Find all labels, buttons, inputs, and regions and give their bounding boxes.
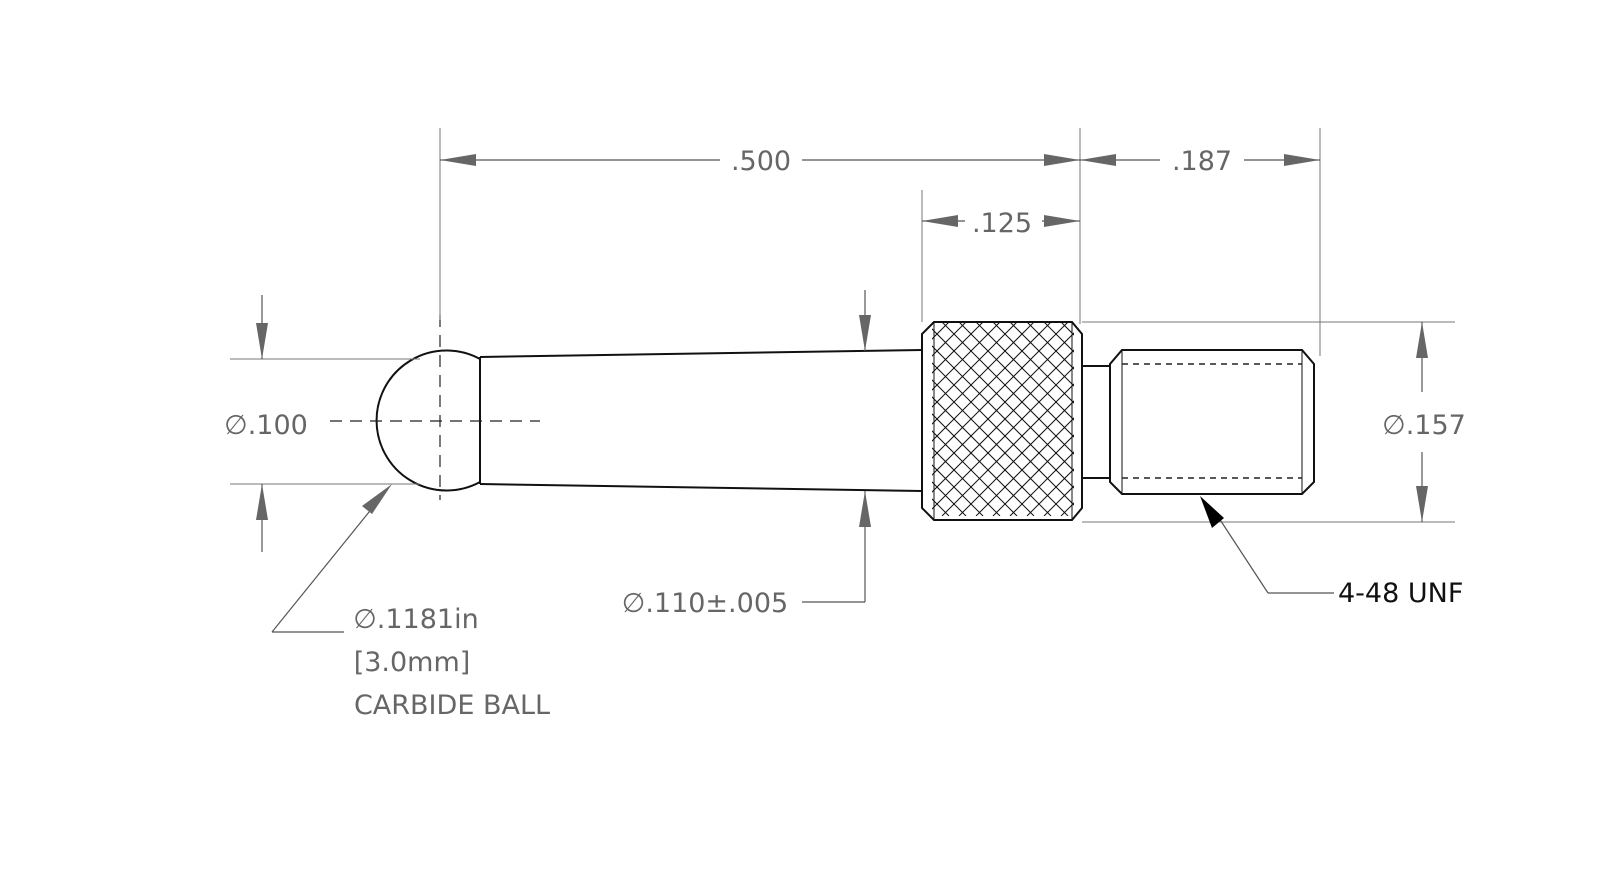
dimension-500-label: .500 [731,146,791,177]
knurl-line [941,383,1074,516]
ball-callout-material: CARBIDE BALL [354,690,550,721]
knurl-line [1197,322,1391,516]
knurl-line [932,430,1018,516]
ball-callout-diameter-in: ∅.1181in [353,604,478,635]
thread-callout-label: 4-48 UNF [1338,578,1463,609]
knurl-line [1146,322,1340,516]
knurl-line [932,447,1001,516]
knurl-line [1026,468,1074,516]
knurl-line [932,322,1035,425]
knurl-line [932,322,1069,459]
dimension-stem-diameter-label: ∅.110±.005 [622,588,788,619]
knurl-line [958,400,1074,516]
knurl-line [932,464,984,516]
thread-neck [1082,365,1110,479]
knurl-line [1078,322,1272,516]
knurl-line [1146,322,1340,516]
knurl-line [1060,502,1074,516]
dimension-ball-shank: ∅.100 [224,295,308,552]
thread-callout: 4-48 UNF [1200,496,1463,609]
knurl-line [1180,322,1374,516]
knurl-line [932,481,967,516]
knurl-line [1129,322,1323,516]
knurl-line [932,322,1018,408]
dimension-187: .187 [1080,146,1320,177]
knurl-line [1060,322,1074,336]
ball-callout-diameter-mm: [3.0mm] [354,647,471,678]
knurl-line [1095,322,1289,516]
knurl-line [1026,322,1074,370]
knurl-line [1009,451,1074,516]
knurl-line [992,322,1074,404]
knurl-line [1214,322,1408,516]
dimension-thread-diameter-label: ∅.157 [1382,410,1466,441]
tapered-stem [479,349,923,492]
extension-lines [230,128,1455,523]
center-lines [330,315,540,500]
knurl-line [932,332,1074,476]
knurl-pattern [932,322,1408,516]
knurl-line [1197,322,1391,516]
stylus-part [330,315,1408,521]
knurl-line [1078,322,1272,516]
knurl-line [1163,322,1357,516]
knurl-line [1112,322,1306,516]
knurl-line [932,366,1074,510]
knurl-line [932,322,1001,391]
knurl-line [932,322,984,374]
knurl-line [1180,322,1374,516]
knurl-line [992,434,1074,516]
knurl-line [932,322,1052,442]
knurled-collar [921,321,1408,521]
knurl-line [1163,322,1357,516]
dimension-125-label: .125 [972,208,1032,239]
knurl-line [975,417,1074,516]
knurl-line [1214,322,1408,516]
dimension-500: .500 [440,146,1080,177]
knurl-line [1095,322,1289,516]
knurl-line [932,349,1074,493]
dimension-stem-diameter: ∅.110±.005 [622,290,871,619]
knurl-line [1129,322,1323,516]
dimension-125: .125 [922,208,1080,239]
threaded-section [1109,349,1315,495]
dimension-thread-diameter: ∅.157 [1382,322,1466,522]
knurl-line [932,322,967,357]
ball-callout: ∅.1181in [3.0mm] CARBIDE BALL [271,484,550,721]
dimension-ball-shank-label: ∅.100 [224,410,308,441]
dimension-187-label: .187 [1172,146,1232,177]
knurl-line [1009,322,1074,387]
knurl-line [1112,322,1306,516]
